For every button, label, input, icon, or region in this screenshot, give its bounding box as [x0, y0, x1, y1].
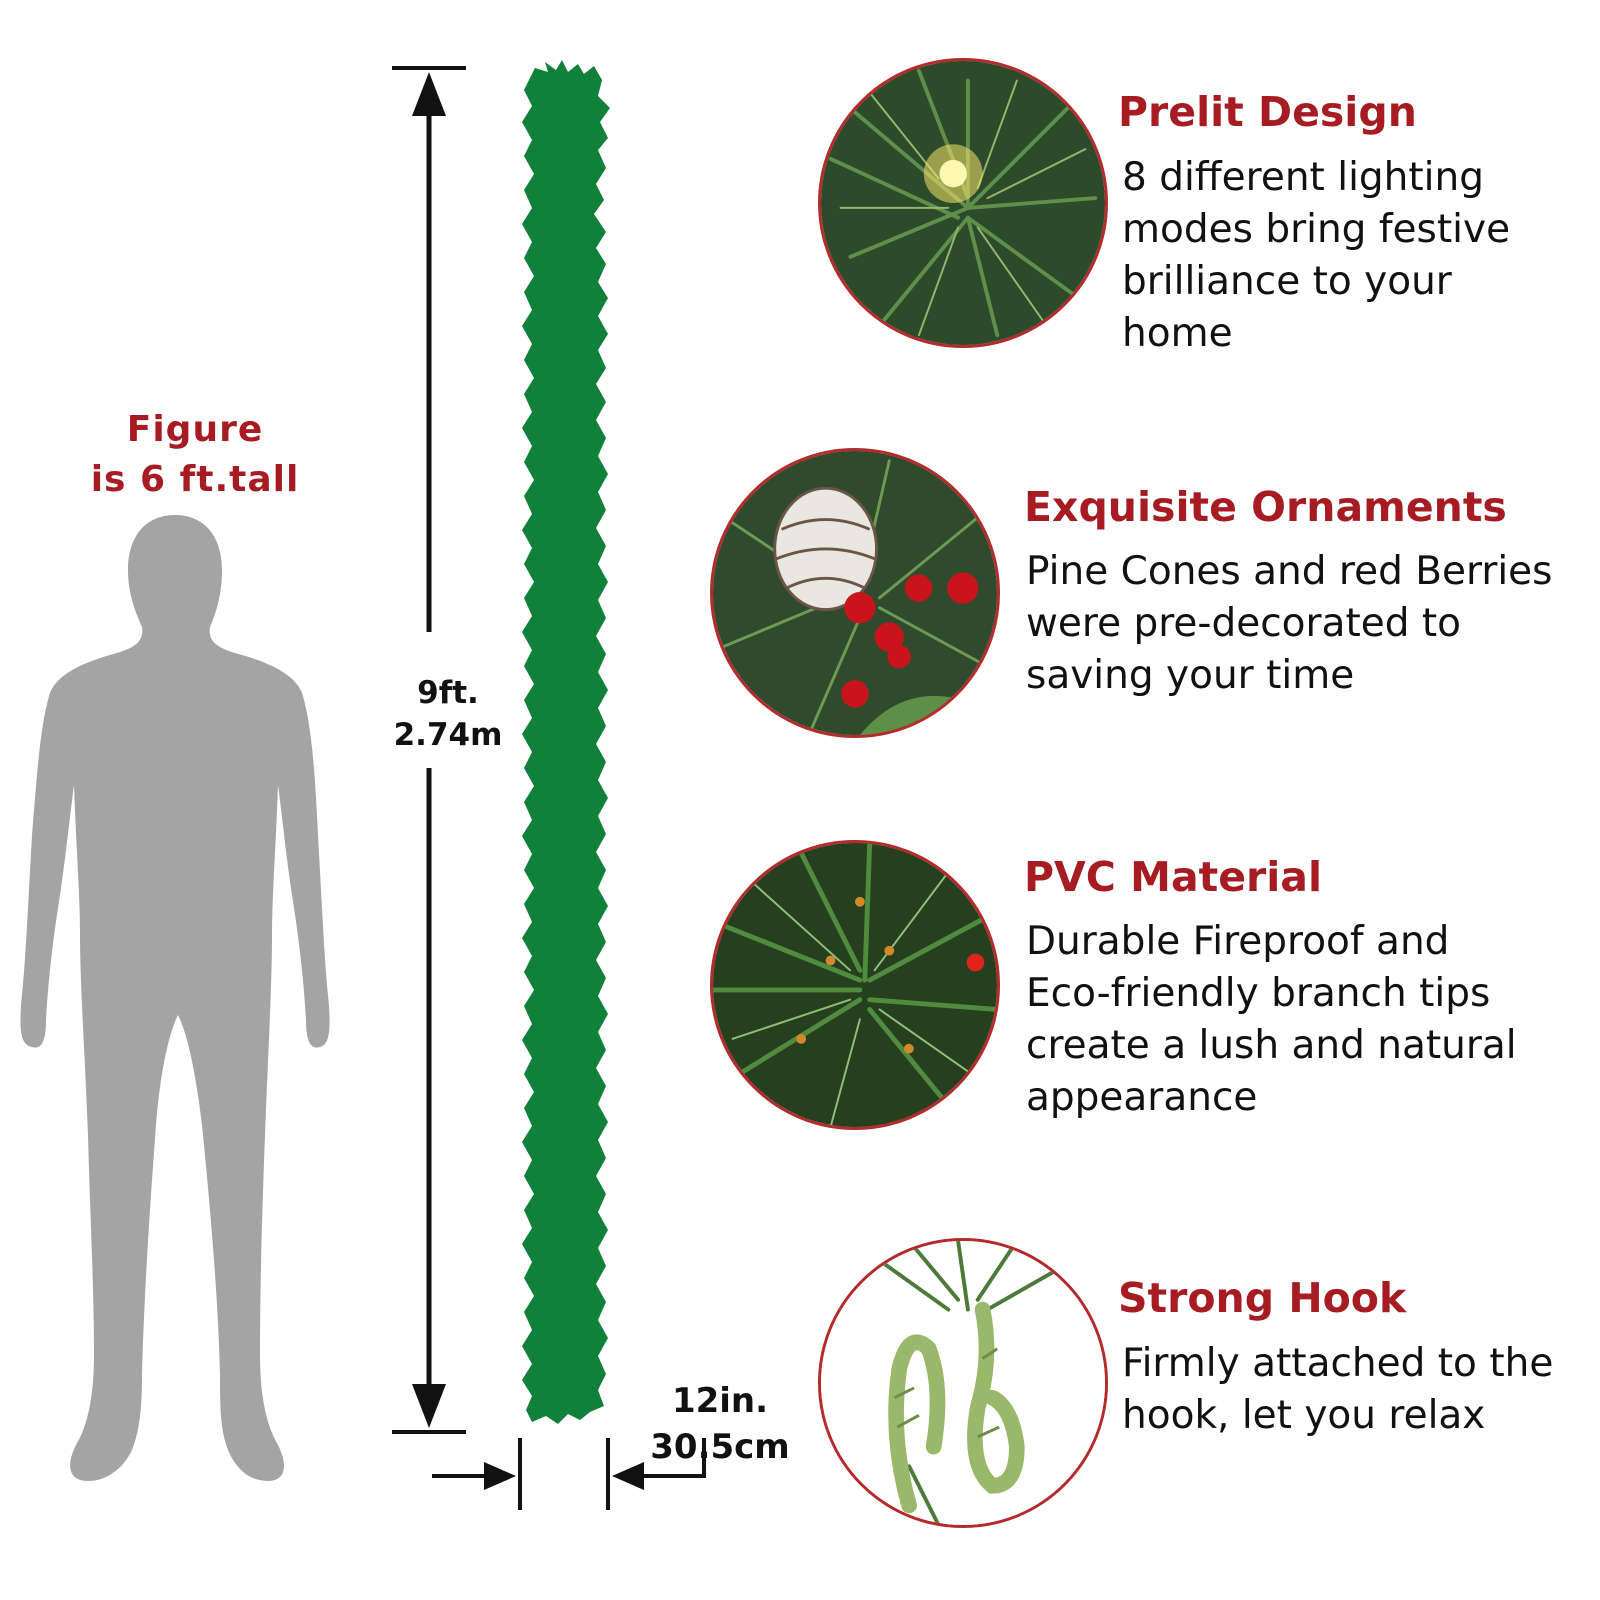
feature-desc-line: brilliance to your — [1122, 259, 1452, 304]
feature-desc-prelit: 8 different lighting modes bring festive… — [1122, 152, 1510, 360]
feature-desc-line: 8 different lighting — [1122, 155, 1484, 200]
feature-desc-line: Durable Fireproof and — [1026, 919, 1450, 964]
feature-desc-ornaments: Pine Cones and red Berries were pre-deco… — [1026, 546, 1553, 702]
human-silhouette-icon — [10, 515, 340, 1505]
feature-desc-line: appearance — [1026, 1075, 1258, 1120]
feature-desc-line: saving your time — [1026, 653, 1355, 698]
feature-desc-pvc: Durable Fireproof and Eco-friendly branc… — [1026, 916, 1517, 1124]
feature-desc-line: hook, let you relax — [1122, 1393, 1486, 1438]
feature-desc-hook: Firmly attached to the hook, let you rel… — [1122, 1338, 1553, 1442]
width-in: 12in. — [671, 1381, 769, 1421]
feature-desc-line: modes bring festive — [1122, 207, 1511, 252]
feature-desc-line: Firmly attached to the — [1122, 1341, 1554, 1386]
width-label: 12in. 30.5cm — [640, 1378, 800, 1470]
arrow-right-icon — [484, 1462, 516, 1490]
dimension-diagram — [392, 60, 706, 1510]
prelit-lights-icon — [818, 58, 1108, 348]
arrow-left-icon — [612, 1462, 644, 1490]
pinecone-berries-icon — [710, 448, 1000, 738]
figure-label-line2: is 6 ft.tall — [90, 459, 300, 500]
feature-title-pvc: PVC Material — [1024, 853, 1323, 901]
figure-label-line1: Figure — [126, 409, 264, 450]
feature-title-ornaments: Exquisite Ornaments — [1024, 483, 1507, 531]
feature-desc-line: create a lush and natural — [1026, 1023, 1517, 1068]
feature-title-hook: Strong Hook — [1118, 1274, 1407, 1322]
figure-height-label: Figure is 6 ft.tall — [60, 405, 330, 505]
width-cm: 30.5cm — [650, 1427, 790, 1467]
height-m: 2.74m — [393, 717, 503, 753]
arrow-up-icon — [412, 72, 446, 116]
feature-desc-line: Eco-friendly branch tips — [1026, 971, 1491, 1016]
pvc-branch-icon — [710, 840, 1000, 1130]
garland-icon — [522, 60, 610, 1424]
height-label: 9ft. 2.74m — [378, 672, 518, 756]
arrow-down-icon — [412, 1384, 446, 1428]
height-ft: 9ft. — [417, 675, 479, 711]
feature-desc-line: Pine Cones and red Berries — [1026, 549, 1553, 594]
hook-icon — [818, 1238, 1108, 1528]
feature-desc-line: were pre-decorated to — [1026, 601, 1462, 646]
feature-title-prelit: Prelit Design — [1118, 88, 1417, 136]
width-arrow-right-line — [634, 1438, 706, 1478]
feature-desc-line: home — [1122, 311, 1233, 356]
